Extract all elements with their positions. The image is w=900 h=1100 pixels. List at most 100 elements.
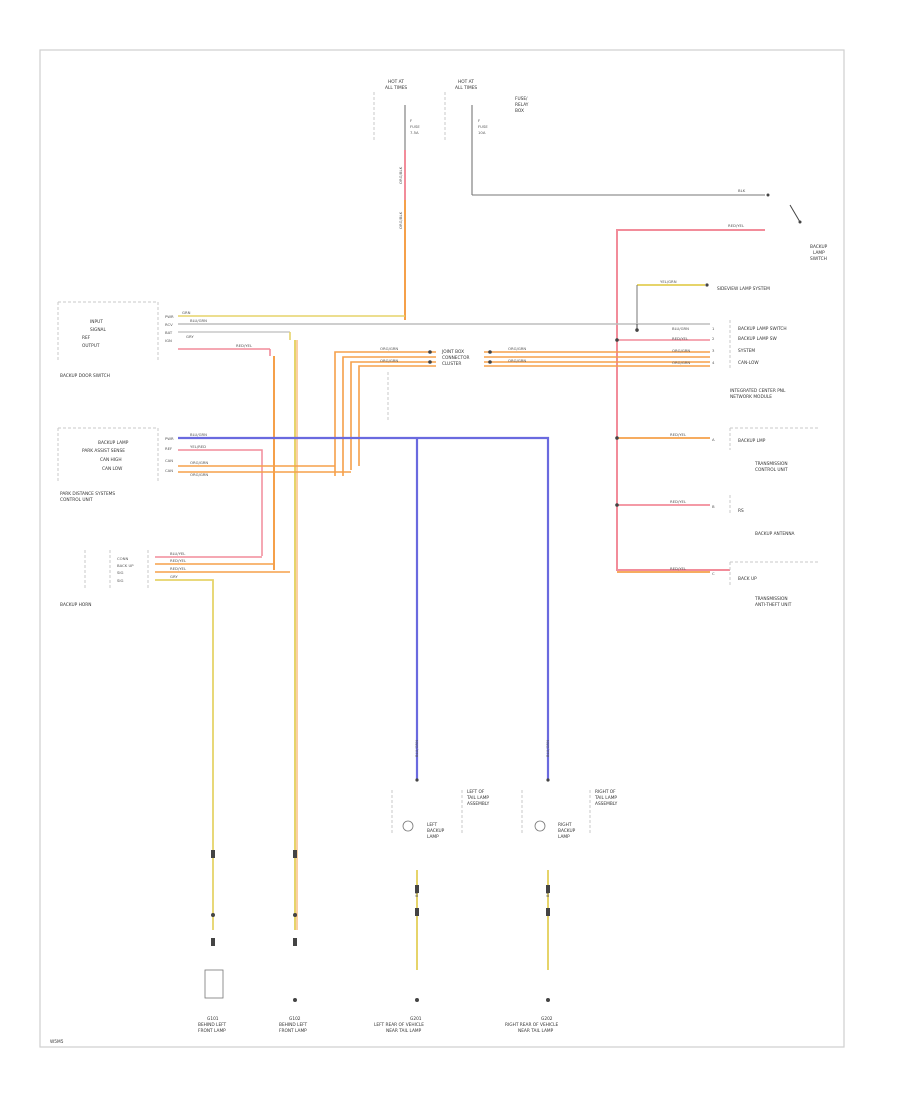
svg-text:RIGHT OF: RIGHT OF xyxy=(595,789,616,795)
svg-text:SIG: SIG xyxy=(117,570,124,575)
svg-text:PARK DISTANCE SYSTEMS: PARK DISTANCE SYSTEMS xyxy=(60,491,115,497)
ground-g101: G101 BEHIND LEFT FRONT LAMP xyxy=(198,913,227,1034)
svg-text:BACKUP: BACKUP xyxy=(427,828,445,834)
svg-text:SYSTEM: SYSTEM xyxy=(738,348,755,354)
right-stack-item-3: RED/YEL C BACK UP TRANSMISSION ANTI-THEF… xyxy=(617,561,820,608)
svg-text:ORG/GRN: ORG/GRN xyxy=(380,346,398,351)
svg-text:PWR: PWR xyxy=(165,436,174,441)
svg-text:SWITCH: SWITCH xyxy=(810,256,827,262)
svg-text:ASSEMBLY: ASSEMBLY xyxy=(467,801,490,807)
svg-text:OUTPUT: OUTPUT xyxy=(82,343,100,349)
svg-text:GRY: GRY xyxy=(186,334,194,339)
svg-text:RIGHT: RIGHT xyxy=(558,822,572,828)
svg-text:CAN: CAN xyxy=(165,468,173,473)
center-bundle: ORG/GRN ORG/GRN ORG/GRN ORG/GRN JOINT BO… xyxy=(334,343,710,476)
svg-text:F: F xyxy=(478,118,480,123)
fuse-top-left-line1: HOT AT xyxy=(388,79,404,85)
svg-text:TAIL LAMP: TAIL LAMP xyxy=(466,795,489,801)
svg-text:RED/YEL: RED/YEL xyxy=(170,558,187,563)
svg-text:GRY: GRY xyxy=(170,574,178,579)
svg-text:CONN: CONN xyxy=(117,556,128,561)
svg-text:SIG: SIG xyxy=(117,578,124,583)
svg-text:BACKUP: BACKUP xyxy=(810,244,828,250)
svg-text:C: C xyxy=(712,571,715,576)
svg-text:3: 3 xyxy=(712,348,715,353)
svg-text:ORG/GRN: ORG/GRN xyxy=(190,460,208,465)
svg-text:ORG/GRN: ORG/GRN xyxy=(672,360,690,365)
svg-text:RELAY: RELAY xyxy=(515,102,529,108)
svg-text:G201: G201 xyxy=(410,1016,422,1022)
diagram-frame xyxy=(39,49,845,1048)
sideview-label: SIDEVIEW LAMP SYSTEM xyxy=(717,286,770,292)
svg-text:FRONT LAMP: FRONT LAMP xyxy=(198,1028,226,1034)
svg-text:A: A xyxy=(712,437,715,442)
right-stack-item-2: RED/YEL B RS BACKUP ANTENNA xyxy=(615,495,795,537)
svg-text:CAN LOW: CAN LOW xyxy=(102,466,123,472)
left-module-name: BACKUP DOOR SWITCH xyxy=(60,373,110,379)
svg-text:RED/YEL: RED/YEL xyxy=(670,499,687,504)
svg-text:FRONT LAMP: FRONT LAMP xyxy=(279,1028,307,1034)
svg-text:GRN: GRN xyxy=(182,310,191,315)
svg-text:LEFT OF: LEFT OF xyxy=(467,789,485,795)
svg-text:INTEGRATED CENTER PNL: INTEGRATED CENTER PNL xyxy=(730,388,786,394)
right-stack-item-1: RED/YEL A BACKUP LMP TRANSMISSION CONTRO… xyxy=(615,427,820,473)
svg-text:BLU/GRN: BLU/GRN xyxy=(545,740,550,757)
svg-text:LAMP: LAMP xyxy=(813,250,825,256)
backup-horn: CONN BACK UP SIG SIG BACKUP HORN xyxy=(60,550,149,608)
svg-text:TRANSMISSION: TRANSMISSION xyxy=(754,461,788,467)
svg-text:LAMP: LAMP xyxy=(427,834,439,840)
svg-text:RED/YEL: RED/YEL xyxy=(236,343,253,348)
svg-text:BLU/YEL: BLU/YEL xyxy=(170,551,186,556)
svg-text:G102: G102 xyxy=(289,1016,301,1022)
svg-text:ASSEMBLY: ASSEMBLY xyxy=(595,801,618,807)
svg-text:HOT AT: HOT AT xyxy=(458,79,474,85)
svg-text:ORG/GRN: ORG/GRN xyxy=(190,472,208,477)
svg-text:YEL/RED: YEL/RED xyxy=(190,444,206,449)
svg-text:ORG/BLK: ORG/BLK xyxy=(398,211,403,229)
svg-text:ANTI-THEFT UNIT: ANTI-THEFT UNIT xyxy=(755,602,792,608)
svg-text:CONNECTOR: CONNECTOR xyxy=(442,355,470,361)
svg-text:ORG/GRN: ORG/GRN xyxy=(672,348,690,353)
svg-text:10A: 10A xyxy=(478,130,486,135)
park-distance-module: BACKUP LAMP PARK ASSIST SENSE CAN HIGH C… xyxy=(57,427,174,503)
svg-text:PARK ASSIST SENSE: PARK ASSIST SENSE xyxy=(82,448,125,454)
svg-text:B: B xyxy=(712,504,715,509)
svg-text:BOX: BOX xyxy=(515,108,524,114)
svg-text:BLU/GRN: BLU/GRN xyxy=(414,740,419,757)
svg-text:BLU/GRN: BLU/GRN xyxy=(190,432,207,437)
svg-text:2: 2 xyxy=(712,336,715,341)
svg-text:ALL TIMES: ALL TIMES xyxy=(455,85,477,91)
svg-text:RED/YEL: RED/YEL xyxy=(670,566,687,571)
svg-text:ORG/GRN: ORG/GRN xyxy=(380,358,398,363)
svg-text:FUSE: FUSE xyxy=(478,124,488,129)
svg-text:LEFT REAR OF VEHICLE: LEFT REAR OF VEHICLE xyxy=(374,1022,424,1028)
svg-text:BACKUP LAMP: BACKUP LAMP xyxy=(98,440,129,446)
svg-text:NETWORK MODULE: NETWORK MODULE xyxy=(730,394,772,400)
svg-text:YEL/GRN: YEL/GRN xyxy=(660,279,677,284)
svg-text:BAT: BAT xyxy=(165,330,173,335)
svg-text:G101: G101 xyxy=(207,1016,219,1022)
svg-text:INPUT: INPUT xyxy=(90,319,103,325)
backup-lamp-switch: BACKUP LAMP SWITCH xyxy=(766,193,828,262)
svg-text:BEHIND LEFT: BEHIND LEFT xyxy=(198,1022,227,1028)
svg-text:BACKUP LAMP SWITCH: BACKUP LAMP SWITCH xyxy=(738,326,787,332)
svg-text:REF: REF xyxy=(82,335,91,341)
svg-text:CONTROL UNIT: CONTROL UNIT xyxy=(755,467,788,473)
fuse-box-label: FUSE/ xyxy=(515,96,528,102)
fuse-top-left: HOT AT ALL TIMES F FUSE 7.5A xyxy=(373,79,420,150)
svg-text:BACKUP: BACKUP xyxy=(558,828,576,834)
ground-g102: G102 BEHIND LEFT FRONT LAMP xyxy=(279,913,308,1034)
svg-text:BACKUP LAMP SW: BACKUP LAMP SW xyxy=(738,336,777,342)
svg-text:1: 1 xyxy=(712,326,715,331)
svg-text:ORG/BLK: ORG/BLK xyxy=(398,166,403,184)
svg-text:BACKUP ANTENNA: BACKUP ANTENNA xyxy=(755,531,795,537)
svg-text:LEFT: LEFT xyxy=(427,822,438,828)
svg-text:LAMP: LAMP xyxy=(558,834,570,840)
svg-text:PWR: PWR xyxy=(165,314,174,319)
svg-text:BEHIND LEFT: BEHIND LEFT xyxy=(279,1022,308,1028)
svg-text:TAIL LAMP: TAIL LAMP xyxy=(594,795,617,801)
fuse-top-right: HOT AT ALL TIMES F FUSE 10A FUSE/ RELAY … xyxy=(444,79,529,195)
svg-text:CLUSTER: CLUSTER xyxy=(442,361,461,367)
svg-text:BACK UP: BACK UP xyxy=(117,563,134,568)
svg-text:RED/YEL: RED/YEL xyxy=(672,336,689,341)
